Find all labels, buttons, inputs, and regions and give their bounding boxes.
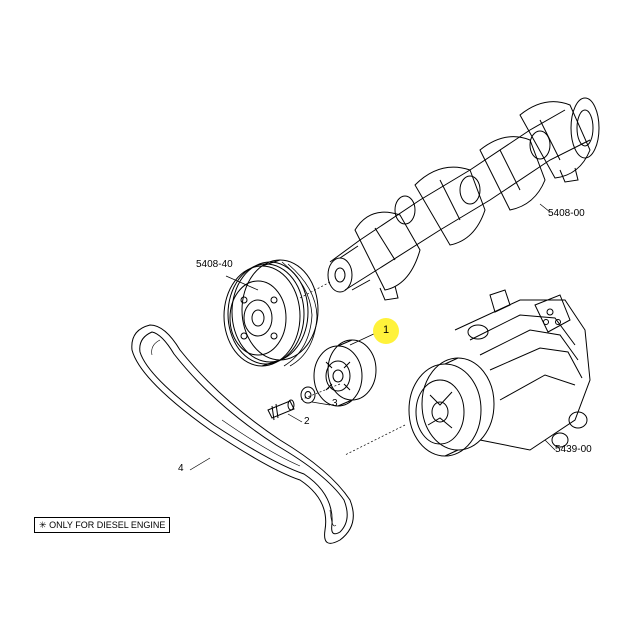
label-bolt: 2 (304, 416, 310, 427)
diesel-note-text: ONLY FOR DIESEL ENGINE (49, 520, 166, 530)
crankshaft (327, 97, 600, 301)
tensioner-pulley (313, 339, 377, 407)
label-crankshaft: 5408-00 (548, 208, 585, 219)
label-belt: 4 (178, 463, 184, 474)
leader-lines (189, 203, 556, 471)
label-compressor: 5439-00 (555, 444, 592, 455)
damper-pulley (223, 259, 319, 367)
label-damper-pulley: 5408-40 (196, 259, 233, 270)
bolt (267, 399, 295, 421)
label-tensioner: 1 (382, 324, 390, 336)
drive-belt (131, 324, 354, 544)
label-washer: 3 (332, 398, 338, 409)
callout-tensioner-highlight[interactable]: 1 (373, 318, 399, 344)
ac-compressor (408, 289, 591, 457)
asterisk-icon: ✳ (39, 520, 47, 530)
washer (300, 386, 316, 404)
diesel-note-box: ✳ ONLY FOR DIESEL ENGINE (34, 517, 171, 533)
